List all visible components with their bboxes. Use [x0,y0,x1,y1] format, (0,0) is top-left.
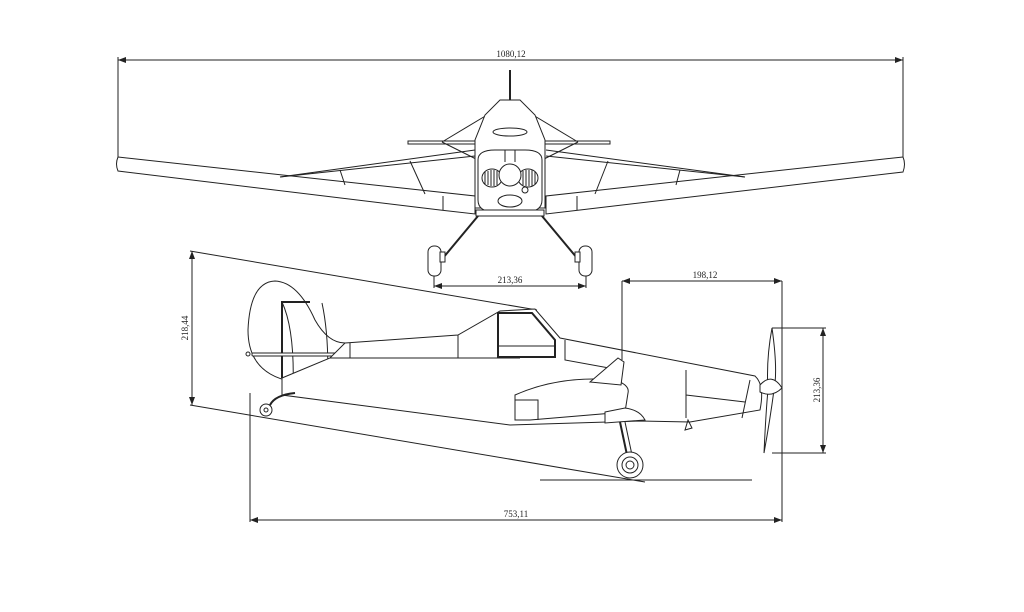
propeller-diameter-label: 213,36 [812,377,822,402]
propeller [759,327,783,454]
tail-wheel [259,392,296,417]
propeller-diameter-dimension: 213,36 [772,327,826,454]
nose-length-label: 198,12 [693,270,718,280]
height-label: 218,44 [180,315,190,340]
main-landing-gear [540,421,752,481]
side-view: 218,44 [180,250,826,523]
front-landing-gear [427,215,593,277]
front-fuselage [474,70,546,217]
height-dimension: 218,44 [180,250,646,483]
left-wing [116,149,476,215]
right-wing [545,149,905,215]
overall-length-label: 753,11 [504,509,528,519]
overall-length-dimension: 753,11 [249,393,782,523]
wheel-track-dimension: 213,36 [433,275,587,289]
wingspan-label: 1080,12 [496,49,525,59]
wingspan-dimension: 1080,12 [117,49,904,157]
front-view: 1080,12 [116,49,905,289]
nose-length-dimension: 198,12 [621,270,783,522]
side-fuselage [281,308,763,431]
wheel-track-label: 213,36 [498,275,523,285]
